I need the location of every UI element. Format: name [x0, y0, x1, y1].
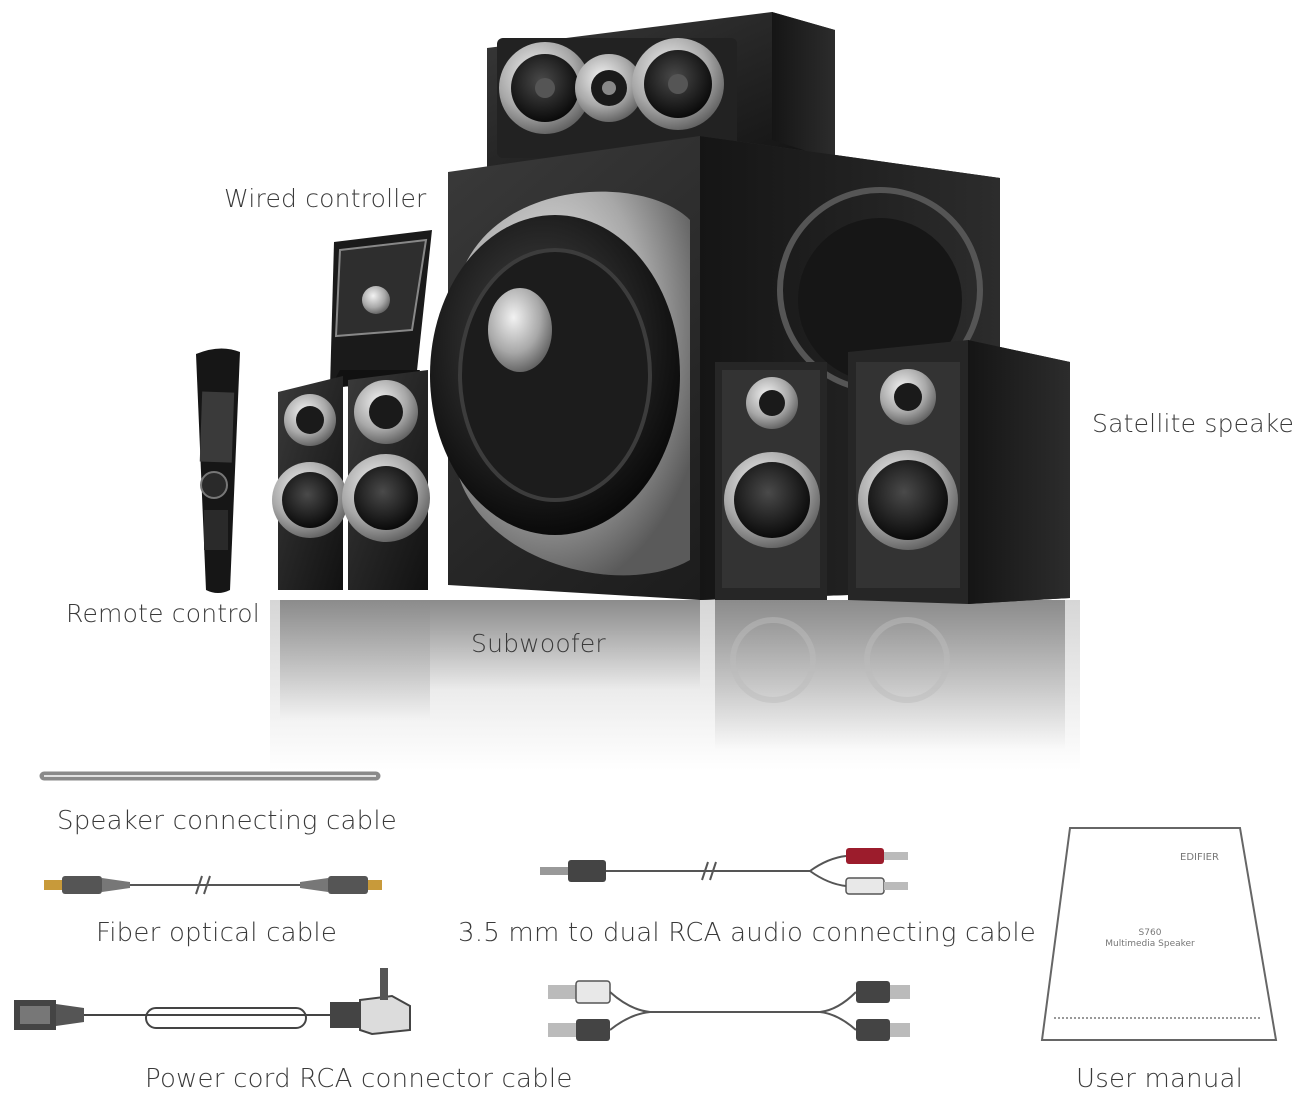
- floor-reflection: [270, 600, 1080, 770]
- satellite-speaker-right-a: [715, 362, 827, 600]
- satellite-speaker-right-b: [848, 340, 1070, 604]
- subwoofer-label: Subwoofer: [471, 629, 606, 658]
- manual-model: S760: [1139, 928, 1162, 938]
- wired-controller: [330, 230, 432, 388]
- rca-connector-cable: [548, 980, 910, 1041]
- fiber-optical-cable: [44, 875, 382, 895]
- remote-control: [196, 348, 240, 593]
- remote-control-label: Remote control: [66, 599, 260, 628]
- speaker-cable-label: Speaker connecting cable: [57, 806, 397, 836]
- manual-brand: EDIFIER: [1180, 852, 1219, 863]
- fiber-cable-label: Fiber optical cable: [96, 918, 338, 948]
- satellite-speaker-label: Satellite speaker: [1092, 409, 1296, 438]
- rca-35mm-cable-label: 3.5 mm to dual RCA audio connecting cabl…: [458, 918, 1036, 948]
- center-speaker: [487, 12, 835, 168]
- rca-35mm-cable: [540, 848, 908, 895]
- power-cord-label: Power cord RCA connector cable: [145, 1064, 573, 1094]
- front-satellite-left-a: [272, 376, 348, 590]
- power-cord: [14, 968, 411, 1036]
- wired-controller-label: Wired controller: [224, 184, 427, 213]
- user-manual-label: User manual: [1076, 1064, 1244, 1094]
- user-manual: EDIFIER S760 Multimedia Speaker: [1040, 827, 1278, 1041]
- front-satellite-left-b: [342, 370, 430, 590]
- manual-subtitle: Multimedia Speaker: [1105, 939, 1195, 949]
